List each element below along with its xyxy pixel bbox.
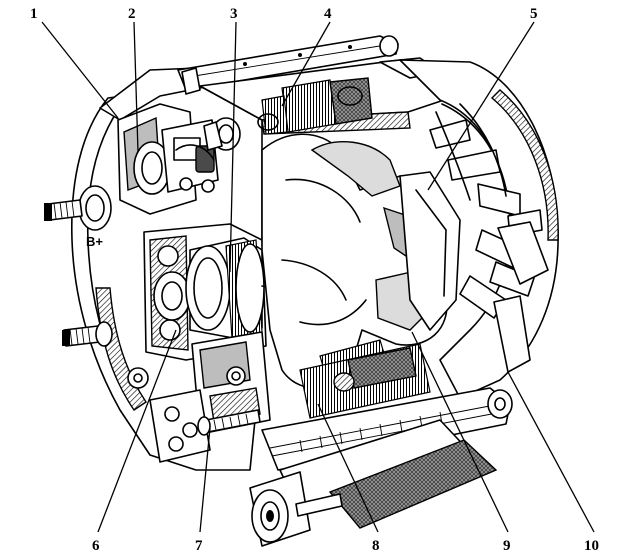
stator-winding (257, 77, 373, 135)
leader-9 (411, 331, 509, 533)
callout-labels: 1 2 3 4 5 6 7 8 9 10 (30, 6, 599, 552)
mounting-bracket (249, 387, 513, 547)
leader-7 (199, 427, 211, 533)
slip-ring-bearing (143, 223, 347, 361)
leader-5 (427, 21, 535, 191)
mounting-stud-left (62, 321, 113, 347)
leader-10 (507, 371, 595, 533)
callout-leaders (41, 21, 595, 533)
callout-9: 9 (503, 538, 511, 552)
tie-rod-top (177, 35, 399, 95)
diode-plate (399, 171, 461, 331)
housing-bolt-lower (127, 367, 149, 389)
callout-10: 10 (584, 538, 599, 552)
leader-8 (317, 403, 379, 533)
callout-1: 1 (30, 6, 38, 22)
leader-2 (133, 21, 139, 153)
leader-4 (281, 21, 331, 107)
stator-laminations (299, 343, 431, 419)
callout-7: 7 (195, 538, 203, 552)
b-plus-terminal: B+ (44, 185, 112, 249)
terminal-bolts (149, 389, 261, 463)
callout-3: 3 (230, 6, 238, 22)
callout-5: 5 (530, 6, 538, 22)
leader-1 (41, 21, 119, 119)
callout-6: 6 (92, 538, 100, 552)
callout-2: 2 (128, 6, 136, 22)
callout-8: 8 (372, 538, 380, 552)
terminal-label: B+ (86, 234, 103, 249)
leader-6 (97, 329, 177, 533)
callout-4: 4 (324, 6, 332, 22)
leader-3 (229, 21, 237, 273)
cooling-fan (429, 103, 549, 373)
